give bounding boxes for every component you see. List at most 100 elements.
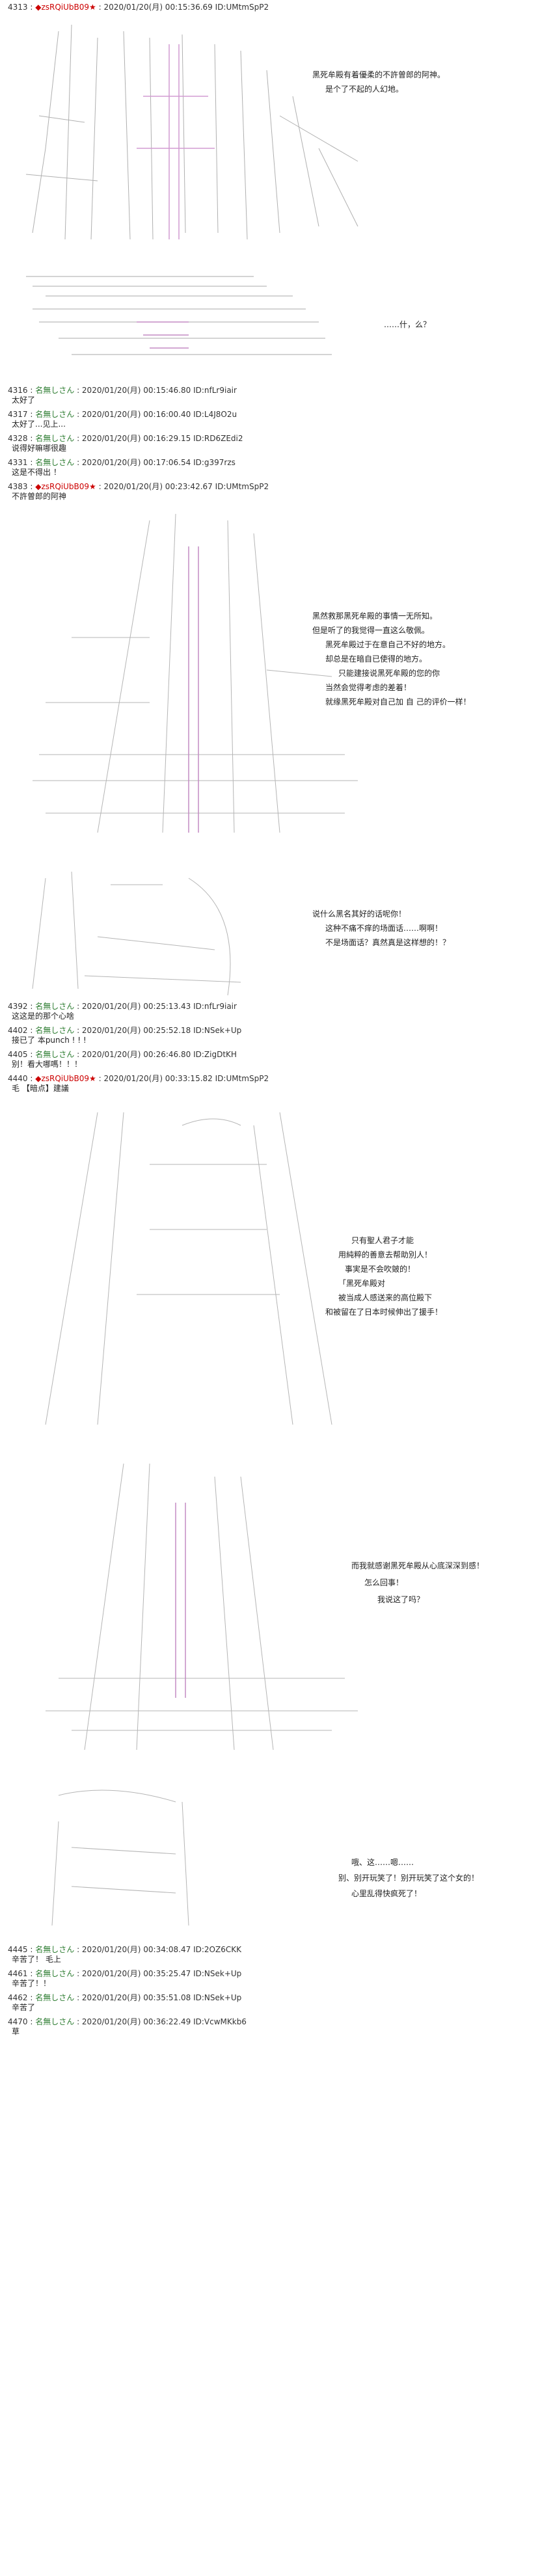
post-text: 太好了 bbox=[12, 396, 36, 405]
ascii-art-figure bbox=[20, 257, 358, 374]
post-date: 2020/01/20(月) 00:16:29.15 bbox=[81, 434, 191, 443]
poster-name: 名無し bbox=[35, 2017, 59, 2026]
post-text: 说得好嘛哪很趣 bbox=[12, 444, 67, 453]
speech-line: 事実是不会吹皴的！ bbox=[345, 1265, 416, 1274]
post-id[interactable]: ID:2OZ6CKK bbox=[193, 1945, 241, 1954]
speech-line: 但是听了的我觉得一直这么敬佩。 bbox=[312, 626, 430, 635]
post-date: 2020/01/20(月) 00:26:46.80 bbox=[81, 1050, 191, 1059]
poster-name: 名無し bbox=[35, 434, 59, 443]
ascii-art-strokes bbox=[33, 513, 358, 833]
poster-name: ◆zsRQiUbB09 bbox=[35, 3, 90, 12]
poster-name: 名無し bbox=[35, 1026, 59, 1035]
post-entry: 4470 : 名無しさん : 2020/01/20(月) 00:36:22.49… bbox=[8, 2017, 532, 2037]
post-date: 2020/01/20(月) 00:23:42.67 bbox=[103, 482, 213, 491]
post-number[interactable]: 4316 bbox=[8, 386, 28, 395]
post-text: 这这是的那个心啥 bbox=[12, 1012, 75, 1021]
post-text: 毛 【暗点】建議 bbox=[12, 1084, 69, 1093]
post-date: 2020/01/20(月) 00:33:15.82 bbox=[103, 1074, 213, 1083]
post-text: 辛苦了 bbox=[12, 2003, 36, 2012]
post-text: 辛苦了！！ bbox=[12, 1979, 51, 1988]
post-header: 4313 : ◆zsRQiUbB09★ : 2020/01/20(月) 00:1… bbox=[8, 3, 269, 12]
speech-line: 说什么黑名其好的话呢你！ bbox=[312, 909, 407, 919]
poster-name: ◆zsRQiUbB09 bbox=[35, 482, 90, 491]
speech-line: 和被留在了日本时候伸出了援手！ bbox=[325, 1308, 443, 1317]
ascii-art-figure bbox=[20, 859, 358, 1008]
post-number[interactable]: 4405 bbox=[8, 1050, 28, 1059]
post-text: 别！看大哪嗎！！！ bbox=[12, 1060, 83, 1069]
post-entry: 4392 : 名無しさん : 2020/01/20(月) 00:25:13.43… bbox=[8, 1002, 532, 1021]
post-number[interactable]: 4470 bbox=[8, 2017, 28, 2026]
ascii-art-strokes bbox=[25, 24, 358, 240]
post-id[interactable]: ID:UMtmSpP2 bbox=[215, 482, 269, 491]
post-id[interactable]: ID:nfLr9iair bbox=[193, 386, 237, 395]
post-id[interactable]: ID:L4J8O2u bbox=[193, 410, 237, 419]
post-id[interactable]: ID:UMtmSpP2 bbox=[215, 1074, 269, 1083]
ascii-art-figure bbox=[20, 1099, 358, 1438]
post-number[interactable]: 4331 bbox=[8, 458, 28, 467]
poster-name: 名無し bbox=[35, 1993, 59, 2002]
post-date: 2020/01/20(月) 00:35:51.08 bbox=[81, 1993, 191, 2002]
ascii-art-figure bbox=[20, 18, 358, 246]
post-date: 2020/01/20(月) 00:35:25.47 bbox=[81, 1969, 191, 1978]
post-id[interactable]: ID:nfLr9iair bbox=[193, 1002, 237, 1011]
ascii-art-strokes bbox=[26, 276, 332, 355]
speech-line: 只有聖人君子才能 bbox=[351, 1236, 414, 1245]
ascii-art-strokes bbox=[46, 1463, 358, 1751]
speech-line: 心里乱得快疯死了！ bbox=[351, 1889, 422, 1898]
post-id[interactable]: ID:NSek+Up bbox=[193, 1993, 242, 2002]
post-text: 草 bbox=[12, 2027, 20, 2036]
poster-name: ◆zsRQiUbB09 bbox=[35, 1074, 90, 1083]
post-date: 2020/01/20(月) 00:15:46.80 bbox=[81, 386, 191, 395]
poster-name: 名無し bbox=[35, 410, 59, 419]
ascii-art-strokes bbox=[45, 1112, 332, 1425]
post-text: 不許曽郎的阿神 bbox=[12, 492, 67, 501]
speech-line: 别、别开玩笑了！别开玩笑了这个女的！ bbox=[338, 1873, 479, 1883]
post-number[interactable]: 4461 bbox=[8, 1969, 28, 1978]
post-text: 接已了 本punch ! ! ! bbox=[12, 1036, 87, 1045]
post-entry: 4383 : ◆zsRQiUbB09★ : 2020/01/20(月) 00:2… bbox=[8, 482, 532, 502]
post-number[interactable]: 4392 bbox=[8, 1002, 28, 1011]
speech-line: ……什，么？ bbox=[384, 320, 431, 329]
poster-name: 名無し bbox=[35, 458, 59, 467]
post-date: 2020/01/20(月) 00:25:52.18 bbox=[81, 1026, 191, 1035]
post-id[interactable]: ID:UMtmSpP2 bbox=[215, 3, 269, 12]
speech-line: 黑死牟殿有着優柔的不許曽郎的阿神。 bbox=[312, 70, 446, 79]
post-number[interactable]: 4462 bbox=[8, 1993, 28, 2002]
poster-name: 名無し bbox=[35, 386, 59, 395]
post-number[interactable]: 4383 bbox=[8, 482, 28, 491]
post-number[interactable]: 4440 bbox=[8, 1074, 28, 1083]
speech-line: 哦、这……嗯…… bbox=[351, 1858, 414, 1867]
ascii-art-figure bbox=[20, 1782, 358, 1945]
speech-line: 黑然救那黑死牟殿的事情一无所知。 bbox=[312, 611, 438, 621]
post-id[interactable]: ID:NSek+Up bbox=[193, 1026, 242, 1035]
post-number[interactable]: 4313 bbox=[8, 3, 28, 12]
post-date: 2020/01/20(月) 00:17:06.54 bbox=[81, 458, 191, 467]
post-number[interactable]: 4445 bbox=[8, 1945, 28, 1954]
speech-line: 用純粹的善意去帮助別人！ bbox=[338, 1250, 433, 1259]
post-id[interactable]: ID:NSek+Up bbox=[193, 1969, 242, 1978]
speech-line: 「黑死牟殿对 bbox=[338, 1279, 386, 1288]
post-id[interactable]: ID:g397rzs bbox=[193, 458, 236, 467]
speech-line: 只能建接说黑死牟殿的您的你 bbox=[338, 669, 440, 678]
post-text: 太好了...见上... bbox=[12, 420, 66, 429]
poster-name: 名無し bbox=[35, 1050, 59, 1059]
post-number[interactable]: 4317 bbox=[8, 410, 28, 419]
post-date: 2020/01/20(月) 00:25:13.43 bbox=[81, 1002, 191, 1011]
post-text: 这是不得出 ！ bbox=[12, 468, 61, 477]
speech-line: 黑死牟殿过于在意自己不好的地方。 bbox=[325, 640, 451, 649]
post-entry: 4461 : 名無しさん : 2020/01/20(月) 00:35:25.47… bbox=[8, 1969, 532, 1989]
speech-line: 就缘黑死牟殿对自己加 自 己的评价一样！ bbox=[325, 697, 471, 706]
post-date: 2020/01/20(月) 00:16:00.40 bbox=[81, 410, 191, 419]
speech-line: 而我就感谢黑死牟殿从心底深深到感！ bbox=[351, 1561, 485, 1570]
speech-line: 却总是在暗自已使得的地方。 bbox=[325, 654, 427, 664]
post-text: 辛苦了！ 毛上 bbox=[12, 1955, 61, 1964]
post-number[interactable]: 4328 bbox=[8, 434, 28, 443]
speech-line: 我说这了吗？ bbox=[377, 1595, 425, 1604]
post-id[interactable]: ID:ZigDtKH bbox=[193, 1050, 237, 1059]
post-date: 2020/01/20(月) 00:36:22.49 bbox=[81, 2017, 191, 2026]
post-id[interactable]: ID:VcwMKkb6 bbox=[193, 2017, 247, 2026]
post-id[interactable]: ID:RD6ZEdi2 bbox=[193, 434, 243, 443]
poster-name: 名無し bbox=[35, 1969, 59, 1978]
speech-line: 是个了不起的人幻地。 bbox=[325, 85, 404, 94]
post-number[interactable]: 4402 bbox=[8, 1026, 28, 1035]
